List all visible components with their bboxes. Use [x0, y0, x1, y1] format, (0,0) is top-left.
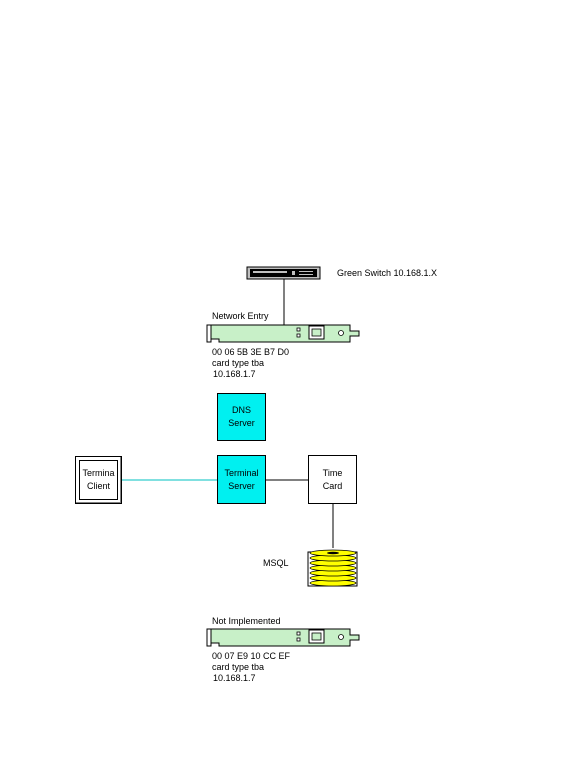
nic-card-top-icon: [206, 324, 360, 343]
dns-server-node[interactable]: DNS Server: [217, 393, 266, 441]
terminal-server-node[interactable]: Terminal Server: [217, 455, 266, 504]
terminal-client-line1: Termina: [82, 468, 115, 478]
dns-server-line1: DNS: [231, 405, 251, 415]
nic-top-ip: 10.168.1.7: [213, 369, 256, 379]
nic-bottom-title: Not Implemented: [212, 616, 281, 626]
database-label: MSQL: [263, 558, 289, 568]
terminal-client-node[interactable]: Termina Client: [75, 456, 122, 504]
nic-bottom-card-type: card type tba: [212, 662, 265, 672]
nic-bottom-ip: 10.168.1.7: [213, 673, 256, 683]
dns-server-line2: Server: [228, 418, 255, 428]
time-card-line1: Time: [322, 467, 343, 478]
database-icon: [307, 549, 358, 587]
nic-bottom-mac: 00 07 E9 10 CC EF: [212, 651, 291, 661]
nic-card-bottom-icon: [206, 628, 360, 647]
network-switch-icon: [246, 266, 321, 280]
terminal-server-line1: Terminal: [224, 467, 259, 478]
nic-top-card-type: card type tba: [212, 358, 265, 368]
switch-label: Green Switch 10.168.1.X: [337, 268, 438, 278]
nic-top-title: Network Entry: [212, 311, 269, 321]
time-card-node[interactable]: Time Card: [308, 455, 357, 504]
time-card-line2: Card: [322, 480, 343, 491]
nic-top-mac: 00 06 5B 3E B7 D0: [212, 347, 290, 357]
terminal-server-line2: Server: [228, 480, 255, 491]
terminal-client-line2: Client: [86, 481, 110, 491]
